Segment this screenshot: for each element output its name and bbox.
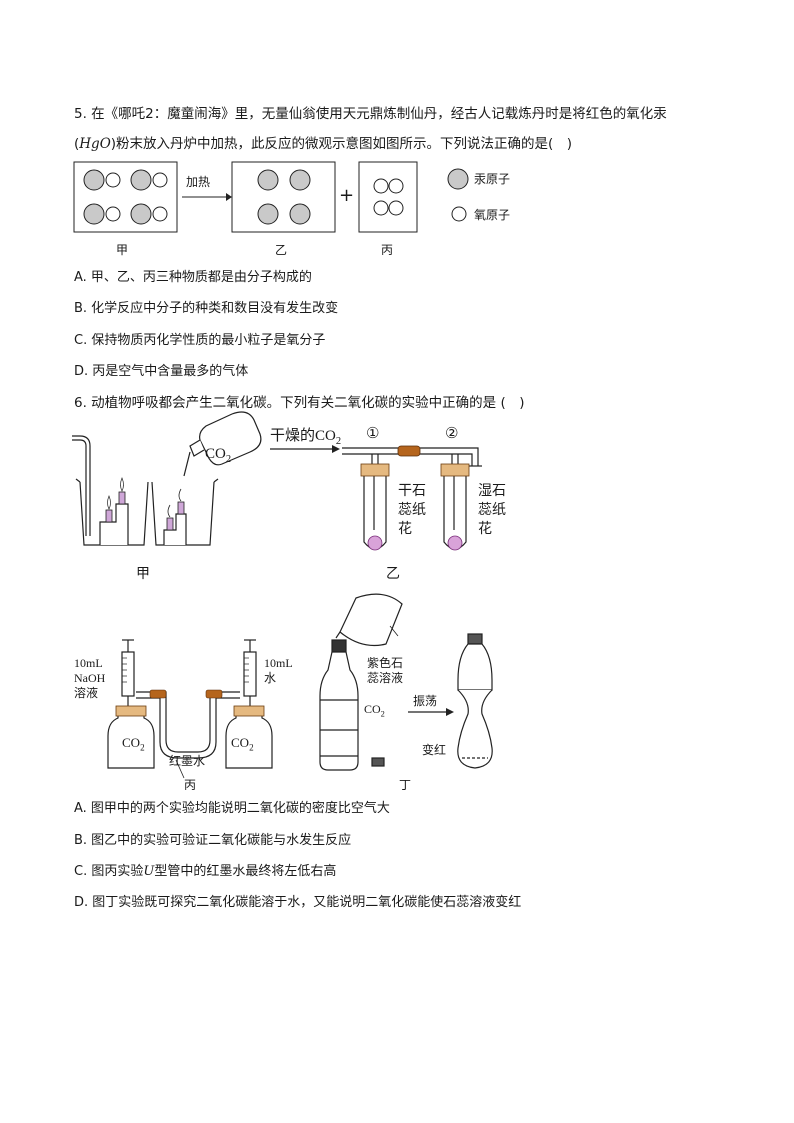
q6-bing-stopper-right bbox=[233, 705, 265, 717]
q5-stem-line2-rest: )粉末放入丹炉中加热，此反应的微观示意图如图所示。下列说法正确的是( ) bbox=[110, 136, 573, 152]
q6-jia-caption: 甲 bbox=[136, 566, 150, 582]
q6-option-d: D. 图丁实验既可探究二氧化碳能溶于水，又能说明二氧化碳能使石蕊溶液变红 bbox=[74, 895, 522, 910]
q6-yi-tube1-label-line2: 蕊纸 bbox=[398, 502, 426, 518]
q5-caption-jia: 甲 bbox=[116, 243, 129, 257]
q5-box-bing bbox=[358, 161, 418, 233]
q6-ding-arrow-label: 振荡 bbox=[413, 694, 438, 708]
q6-yi-tube2-label-line1: 湿石 bbox=[478, 483, 506, 499]
q5-molecules-jia bbox=[83, 169, 168, 225]
q6-bing-right-label-line2: 水 bbox=[264, 671, 277, 685]
q6-ding-arrowhead-icon bbox=[446, 708, 454, 716]
q6-stem: 6. 动植物呼吸都会产生二氧化碳。下列有关二氧化碳的实验中正确的是 ( ) bbox=[74, 395, 525, 411]
q6-bing-right-syringe-label: 10mL 水 bbox=[264, 656, 293, 686]
q6-ding-gas-label: CO2 bbox=[364, 702, 385, 719]
q6-bing-utube-label: 红墨水 bbox=[169, 754, 206, 768]
q6-yi-tube1-label-line1: 干石 bbox=[398, 483, 426, 499]
q6-bing-left-label-line1: 10mL bbox=[74, 656, 103, 670]
q5-option-a: A. 甲、乙、丙三种物质都是由分子构成的 bbox=[74, 270, 312, 285]
q6-yi-tube1-number: ① bbox=[366, 424, 380, 442]
q5-box-yi bbox=[231, 161, 336, 233]
q6-ding-beaker-label-line1: 紫色石 bbox=[367, 656, 404, 670]
q5-stem-line2: (HgO)粉末放入丹炉中加热，此反应的微观示意图如图所示。下列说法正确的是( ) bbox=[74, 134, 572, 154]
q5-paren-open: ( bbox=[74, 136, 80, 152]
q6-option-c-post: 型管中的红墨水最终将左低右高 bbox=[154, 864, 337, 879]
q6-yi-flower-dry bbox=[367, 535, 383, 551]
q6-jia-apparatus bbox=[72, 435, 219, 546]
q6-ding-beaker-label-line2: 蕊溶液 bbox=[367, 671, 404, 685]
q6-bing-caption: 丙 bbox=[184, 778, 197, 792]
q6-bing-stopper-left bbox=[115, 705, 147, 717]
q6-yi-tube1-label: 干石 蕊纸 花 bbox=[398, 482, 426, 539]
q6-yi-stopper-2 bbox=[440, 463, 470, 477]
q6-yi-tube2-number: ② bbox=[445, 424, 459, 442]
q6-bing-left-label-line2: NaOH bbox=[74, 671, 106, 685]
q5-arrow-label: 加热 bbox=[186, 175, 211, 189]
q5-stem-line1: 5. 在《哪吒2：魔童闹海》里，无量仙翁使用天元鼎炼制仙丹，经古人记载炼丹时是将… bbox=[74, 106, 667, 122]
q6-bing-bottle-left-label: CO2 bbox=[122, 735, 145, 753]
q6-ding-apparatus bbox=[319, 593, 493, 771]
q6-yi-tube1-label-line3: 花 bbox=[398, 521, 412, 537]
q6-bing-syringe-ticks bbox=[122, 657, 249, 683]
q6-option-b: B. 图乙中的实验可验证二氧化碳能与水发生反应 bbox=[74, 833, 352, 848]
q6-jia-co2-bottle bbox=[183, 411, 262, 477]
q6-jia-bottle-label: CO2 bbox=[205, 446, 232, 465]
q6-bing-connector-left bbox=[149, 689, 167, 699]
q6-yi-caption: 乙 bbox=[386, 566, 400, 582]
q6-ding-caption: 丁 bbox=[399, 778, 412, 792]
q6-ding-pointer bbox=[389, 625, 399, 637]
q5-option-b: B. 化学反应中分子的种类和数目没有发生改变 bbox=[74, 301, 339, 316]
q6-yi-tube2-label-line2: 蕊纸 bbox=[478, 502, 506, 518]
q5-molecules-bing bbox=[373, 178, 404, 216]
q6-bing-left-label-line3: 溶液 bbox=[74, 686, 99, 700]
q5-caption-yi: 乙 bbox=[275, 243, 288, 257]
q5-arrowhead-icon bbox=[226, 193, 232, 201]
q6-ding-beaker-label: 紫色石 蕊溶液 bbox=[367, 656, 403, 686]
q6-bing-bottle-right-label: CO2 bbox=[231, 735, 254, 753]
q6-yi-flower-wet bbox=[447, 535, 463, 551]
q6-bing-left-syringe-label: 10mL NaOH 溶液 bbox=[74, 656, 105, 701]
q6-jia-candles bbox=[105, 477, 185, 531]
q5-legend-hg-label: 汞原子 bbox=[474, 172, 511, 186]
q5-atoms-yi bbox=[257, 169, 311, 225]
q5-formula-hgo: HgO bbox=[79, 136, 111, 152]
q6-yi-stopper-1 bbox=[360, 463, 390, 477]
q6-yi-tube2-label: 湿石 蕊纸 花 bbox=[478, 482, 506, 539]
q6-option-c-math: U bbox=[143, 864, 155, 879]
q6-option-c: C. 图丙实验U型管中的红墨水最终将左低右高 bbox=[74, 862, 336, 882]
q5-legend-o-label: 氧原子 bbox=[474, 208, 511, 222]
q5-box-jia bbox=[73, 161, 178, 233]
q5-plus-sign: + bbox=[339, 185, 355, 206]
q6-bing-right-label-line1: 10mL bbox=[264, 656, 293, 670]
q6-bing-connector-right bbox=[205, 689, 223, 699]
q6-option-a: A. 图甲中的两个实验均能说明二氧化碳的密度比空气大 bbox=[74, 801, 390, 816]
q6-yi-apparatus bbox=[270, 447, 482, 550]
q5-caption-bing: 丙 bbox=[381, 243, 394, 257]
q6-yi-tube2-label-line3: 花 bbox=[478, 521, 492, 537]
q5-option-c: C. 保持物质丙化学性质的最小粒子是氧分子 bbox=[74, 333, 326, 348]
q5-option-d: D. 丙是空气中含量最多的气体 bbox=[74, 364, 249, 379]
q5-legend-hg-icon bbox=[447, 168, 469, 190]
q6-ding-result-label: 变红 bbox=[422, 743, 447, 757]
q6-yi-inlet-label: 干燥的CO2 bbox=[270, 428, 342, 447]
q5-legend-o-icon bbox=[451, 206, 467, 222]
q6-yi-rubber-connector bbox=[397, 445, 421, 457]
q6-option-c-pre: C. 图丙实验 bbox=[74, 864, 144, 879]
